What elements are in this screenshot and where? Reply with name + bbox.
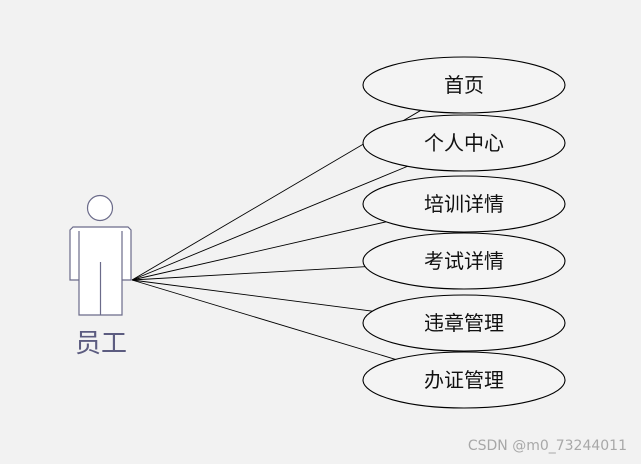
actor-employee: 员工	[69, 194, 132, 359]
use-case-label: 首页	[444, 73, 484, 97]
use-case-5: 违章管理	[362, 294, 566, 352]
use-case-6: 办证管理	[362, 351, 566, 409]
use-case-ellipse	[362, 56, 566, 114]
association-line-4	[131, 266, 366, 281]
association-line-2	[131, 165, 408, 281]
use-case-label: 个人中心	[424, 131, 504, 155]
watermark: CSDN @m0_73244011	[467, 438, 627, 454]
association-line-5	[131, 279, 373, 312]
use-case-ellipse	[362, 232, 566, 290]
actor-head	[86, 194, 114, 222]
use-case-label: 考试详情	[424, 249, 504, 273]
actor-label: 员工	[75, 329, 127, 359]
use-case-2: 个人中心	[362, 114, 566, 172]
association-line-3	[131, 221, 387, 281]
use-case-3: 培训详情	[362, 175, 566, 233]
use-case-label: 培训详情	[424, 192, 504, 216]
use-case-1: 首页	[362, 56, 566, 114]
use-case-ellipse	[362, 351, 566, 409]
association-line-6	[131, 279, 396, 360]
use-case-label: 办证管理	[424, 368, 504, 392]
use-case-4: 考试详情	[362, 232, 566, 290]
use-case-ellipse	[362, 114, 566, 172]
use-case-ellipse	[362, 294, 566, 352]
use-case-ellipse	[362, 175, 566, 233]
use-case-label: 违章管理	[424, 311, 504, 335]
